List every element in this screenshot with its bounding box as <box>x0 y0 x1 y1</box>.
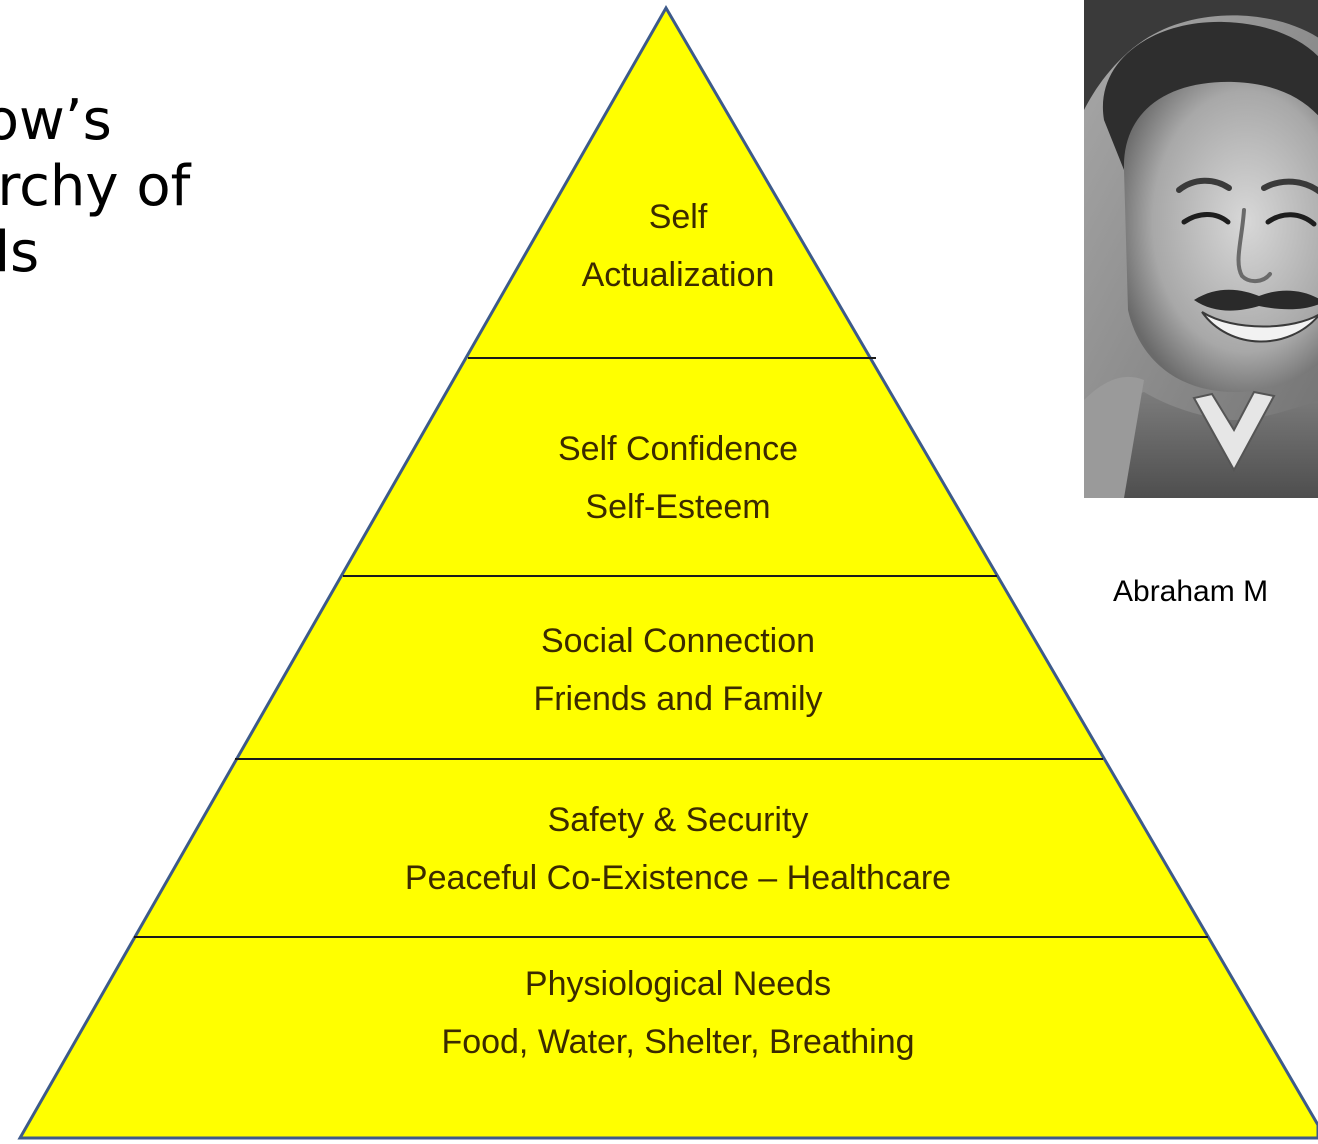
tier-3-line-1: Social Connection <box>540 622 816 660</box>
tier-5-line-1: Physiological Needs <box>524 965 832 1003</box>
tier-self-esteem: Self Confidence Self-Esteem <box>270 420 1086 536</box>
tier-1-line-1: Self <box>648 198 708 236</box>
tier-4-line-1: Safety & Security <box>547 801 809 839</box>
tier-self-actualization: Self Actualization <box>270 188 1086 304</box>
tier-3-line-2: Friends and Family <box>533 680 823 718</box>
portrait-caption: Abraham M <box>1113 575 1269 608</box>
portrait-illustration <box>1084 0 1318 498</box>
tier-social-connection: Social Connection Friends and Family <box>270 612 1086 728</box>
title-line-3: eds <box>0 220 40 285</box>
tier-4-line-2: Peaceful Co-Existence – Healthcare <box>404 859 952 897</box>
tier-2-line-1: Self Confidence <box>557 430 799 468</box>
tier-1-line-2: Actualization <box>581 256 775 294</box>
title-line-1: slow’s <box>0 88 112 153</box>
pyramid-shape <box>17 5 1318 1140</box>
slide-title: slow’s rarchy of eds <box>0 88 190 286</box>
tier-2-line-2: Self-Esteem <box>585 488 771 526</box>
tier-5-line-2: Food, Water, Shelter, Breathing <box>441 1023 915 1061</box>
tier-safety-security: Safety & Security Peaceful Co-Existence … <box>270 791 1086 907</box>
portrait-photo <box>1084 0 1318 498</box>
title-line-2: rarchy of <box>0 154 191 219</box>
tier-physiological-needs: Physiological Needs Food, Water, Shelter… <box>270 955 1086 1071</box>
